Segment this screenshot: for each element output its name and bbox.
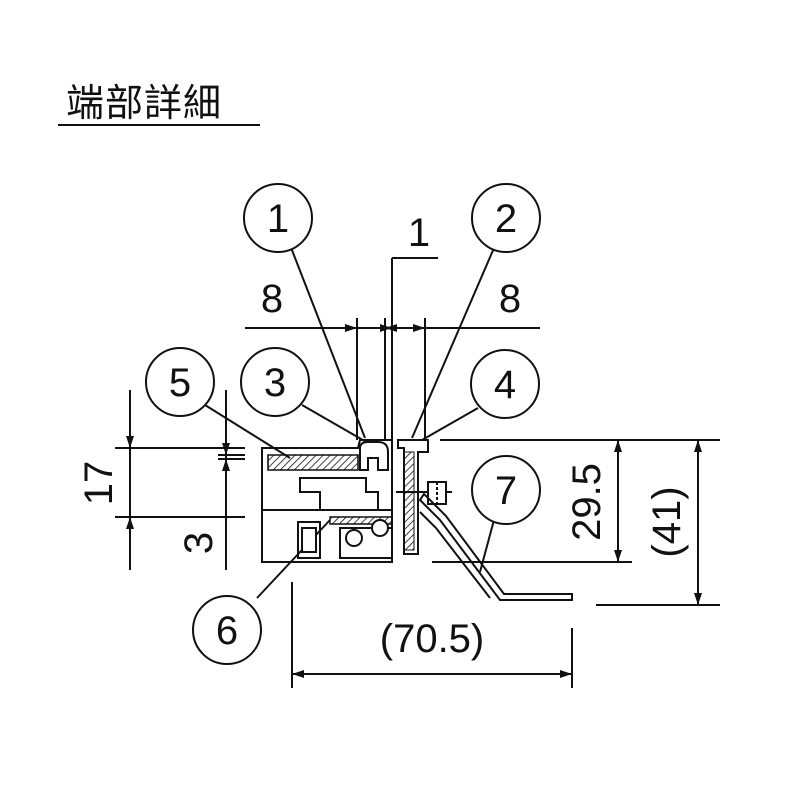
callout-circle-5 [145,347,215,417]
dim-right-width-label: 8 [499,277,521,321]
callout-label-7: 7 [495,469,517,513]
bottom-dimension [291,582,573,688]
drawing-title: 端部詳細 [66,81,223,125]
callout-circle-1 [243,183,313,253]
right-dimensions [432,439,720,606]
callout-circle-2 [471,183,541,253]
callout-label-1: 1 [267,197,289,241]
rail-profile [261,439,573,601]
dim-height-29-5-label: 29.5 [565,463,609,541]
callout-circle-4 [470,349,540,419]
callout-label-4: 4 [494,363,516,407]
dim-width-70-5-label: (70.5) [380,617,485,661]
callout-circle-6 [192,595,262,665]
callout-circle-7 [471,455,541,525]
dim-height-17-label: 17 [77,461,121,506]
dim-height-3-label: 3 [177,532,221,554]
callout-label-6: 6 [216,609,238,653]
dim-left-width-label: 8 [261,277,283,321]
callout-label-5: 5 [169,361,191,405]
dim-gap-label: 1 [408,211,430,255]
leader-lines [204,244,495,599]
dim-height-41-label: (41) [645,486,689,557]
callout-label-3: 3 [264,361,286,405]
callout-label-2: 2 [495,197,517,241]
top-dimension [245,257,540,440]
callout-circle-3 [240,347,310,417]
left-dimensions [115,390,245,570]
